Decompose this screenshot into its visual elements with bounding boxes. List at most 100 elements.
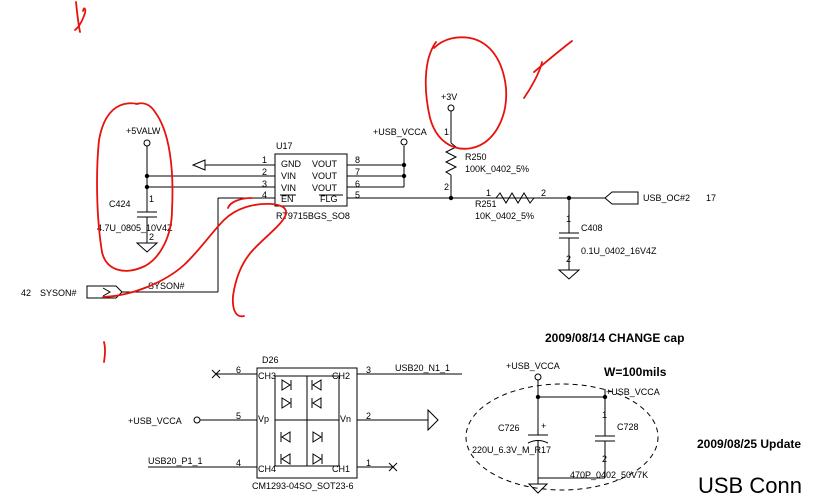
c408-ref: C408 bbox=[581, 223, 603, 233]
d26-pin-num-5: 5 bbox=[236, 411, 241, 421]
junction bbox=[401, 173, 407, 179]
markup-en-trace bbox=[102, 203, 287, 318]
markup-stroke bbox=[227, 197, 253, 209]
junction bbox=[144, 184, 150, 190]
d26-pin-ch2: CH2 bbox=[332, 371, 350, 381]
r251-pin1: 1 bbox=[486, 188, 491, 198]
u17-pin-num-8: 8 bbox=[355, 155, 360, 165]
d26-pin-num-6: 6 bbox=[236, 365, 241, 375]
c408-ground-symbol bbox=[557, 269, 581, 280]
junction bbox=[401, 162, 407, 168]
c408-value: 0.1U_0402_16V4Z bbox=[581, 246, 657, 256]
net-usb-vcca-c728: +USB_VCCA bbox=[606, 387, 660, 397]
diode bbox=[312, 397, 322, 409]
r251-body bbox=[495, 192, 535, 204]
usb-vcca-terminal bbox=[534, 373, 542, 381]
c726-ref: C726 bbox=[498, 423, 520, 433]
net-usb-vcca-c726: +USB_VCCA bbox=[506, 361, 560, 371]
u17-pin-vin-b: VIN bbox=[281, 183, 296, 193]
d26-pin-vn: Vn bbox=[340, 414, 351, 424]
u17-part: RT9715BGS_SO8 bbox=[276, 211, 350, 221]
net-usb-vcca-top: +USB_VCCA bbox=[373, 127, 427, 137]
d26-part: CM1293-04SO_SOT23-6 bbox=[252, 481, 354, 491]
usb-oc-output: USB_OC#2 17 1 2 C408 0.1U_0402_16V4Z bbox=[557, 191, 716, 280]
gnd-arrow-left bbox=[191, 159, 206, 171]
syson-connector: 42 SYSON# SYSON# bbox=[21, 281, 185, 299]
r250-ref: R250 bbox=[465, 152, 487, 162]
net-usb-vcca-d26: +USB_VCCA bbox=[128, 416, 182, 426]
diode bbox=[312, 453, 322, 465]
note-width: W=100mils bbox=[604, 365, 667, 379]
d26-pin-vp: Vp bbox=[258, 414, 269, 424]
usb-vcca-terminal bbox=[400, 138, 408, 146]
syson-net-wire: SYSON# bbox=[148, 281, 185, 291]
c726-plate-b bbox=[527, 440, 549, 444]
diode bbox=[281, 397, 291, 409]
net-5valw: +5VALW bbox=[126, 126, 161, 136]
c728-ref: C728 bbox=[617, 422, 639, 432]
u17-pin-num-1: 1 bbox=[262, 155, 267, 165]
u17-ref: U17 bbox=[276, 141, 293, 151]
c408-pin2: 2 bbox=[566, 254, 571, 264]
d26-diodes bbox=[280, 379, 323, 465]
sheet-title: USB Conn bbox=[698, 473, 802, 498]
syson-net-in: SYSON# bbox=[40, 288, 77, 298]
r250-pin2: 2 bbox=[444, 182, 449, 192]
markup-loop-3v bbox=[424, 36, 508, 150]
u17-power-switch: U17 RT9715BGS_SO8 GND VIN VIN EN VOUT VO… bbox=[122, 127, 605, 293]
syson-page-ref: 42 bbox=[21, 288, 31, 298]
note-change-cap: 2009/08/14 CHANGE cap bbox=[545, 331, 684, 345]
usb-oc-page: 17 bbox=[706, 193, 716, 203]
c424-decoupling: +5VALW C424 1 2 4.7U_0805_10V4Z bbox=[97, 126, 173, 253]
u17-pin-en: EN bbox=[281, 194, 294, 204]
markup-stroke bbox=[74, 7, 87, 31]
markup-loop-5valw bbox=[96, 102, 174, 272]
u17-pin-vin-a: VIN bbox=[281, 171, 296, 181]
c424-pin1: 1 bbox=[149, 194, 154, 204]
c424-value: 4.7U_0805_10V4Z bbox=[97, 223, 173, 233]
u17-pin-vout-b: VOUT bbox=[312, 171, 338, 181]
r251-value: 10K_0402_5% bbox=[475, 211, 534, 221]
d26-pin-num-2: 2 bbox=[366, 411, 371, 421]
usb-vcca-terminal bbox=[193, 416, 201, 424]
d26-ground-arrow bbox=[427, 408, 439, 432]
c726-ground-symbol bbox=[527, 483, 549, 494]
markup-stroke bbox=[75, 1, 81, 33]
c728-pin2: 2 bbox=[602, 454, 607, 464]
3v-terminal bbox=[447, 104, 455, 112]
markup-stroke bbox=[103, 341, 107, 363]
5valw-terminal bbox=[143, 139, 151, 147]
diode bbox=[281, 379, 291, 391]
u17-pin-vout-a: VOUT bbox=[312, 159, 338, 169]
c726-value: 220U_6.3V_M_R17 bbox=[472, 445, 551, 455]
r251-pin2: 2 bbox=[541, 188, 546, 198]
u17-pin-gnd: GND bbox=[281, 159, 302, 169]
u17-pin-num-7: 7 bbox=[355, 167, 360, 177]
d26-esd-array: D26 CM1293-04SO_SOT23-6 CH3 CH2 Vp Vn CH… bbox=[128, 355, 462, 491]
nc-mark bbox=[211, 369, 221, 379]
note-update: 2009/08/25 Update bbox=[697, 437, 801, 451]
d26-pin-num-1: 1 bbox=[366, 458, 371, 468]
u17-pin-num-3: 3 bbox=[262, 179, 267, 189]
diode bbox=[312, 379, 322, 391]
u17-pin-num-6: 6 bbox=[355, 179, 360, 189]
u17-pin-num-4: 4 bbox=[262, 190, 267, 200]
r250-pullup: +3V 1 2 R250 100K_0402_5% bbox=[441, 92, 529, 198]
usb-oc-port bbox=[604, 191, 639, 205]
d26-body bbox=[256, 367, 358, 479]
junction bbox=[144, 173, 150, 179]
r250-pin1: 1 bbox=[444, 127, 449, 137]
d26-pin-ch3: CH3 bbox=[258, 371, 276, 381]
c728-value: 470P_0402_50V7K bbox=[570, 470, 648, 480]
c424-ground-symbol bbox=[135, 242, 159, 253]
d26-pin-ch4: CH4 bbox=[258, 464, 276, 474]
c726-plus: + bbox=[541, 421, 546, 431]
c424-pin2: 2 bbox=[149, 232, 154, 242]
red-markup bbox=[74, 1, 573, 363]
syson-port-arrow bbox=[102, 287, 112, 297]
net-3v: +3V bbox=[441, 92, 457, 102]
c408-pin1: 1 bbox=[566, 214, 571, 224]
net-usb20-n1: USB20_N1_1 bbox=[395, 363, 450, 373]
